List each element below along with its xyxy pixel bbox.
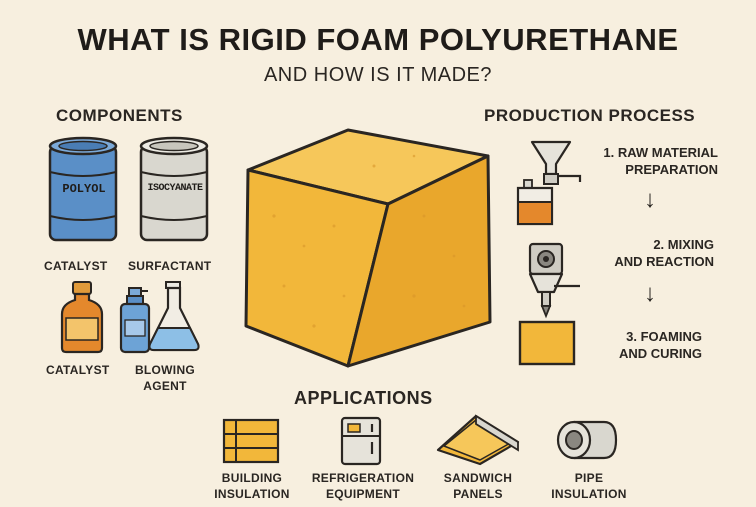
app-building-line1: BUILDING	[221, 471, 283, 485]
catalyst-bottle-icon	[60, 281, 104, 354]
blowing-agent-label-line1: BLOWING	[134, 363, 196, 377]
spray-bottle-icon	[119, 287, 151, 354]
process-heading: PRODUCTION PROCESS	[484, 106, 696, 125]
catalyst-label-1: CATALYST	[44, 259, 108, 273]
components-heading: COMPONENTS	[56, 106, 183, 125]
polyol-drum-icon	[48, 136, 118, 242]
step-1-line2: PREPARATION	[625, 162, 718, 177]
app-sandwich-line1: SANDWICH	[443, 471, 513, 485]
pipe-insulation-icon	[556, 420, 618, 460]
arrow-down-icon: ↓	[644, 280, 656, 307]
arrow-down-icon: ↓	[644, 186, 656, 213]
catalyst-label-2: CATALYST	[46, 363, 110, 377]
step-3-line2: AND CURING	[618, 346, 702, 361]
app-refrigeration-line2: EQUIPMENT	[325, 487, 401, 501]
page-subtitle: AND HOW IS IT MADE?	[263, 64, 493, 86]
refrigerator-icon	[340, 416, 382, 466]
surfactant-label: SURFACTANT	[128, 259, 212, 273]
blowing-agent-label-line2: AGENT	[143, 379, 187, 393]
app-sandwich-line2: PANELS	[453, 487, 503, 501]
sandwich-panel-icon	[436, 414, 520, 466]
polyol-label: POLYOL	[62, 182, 106, 196]
applications-heading: APPLICATIONS	[294, 388, 433, 408]
app-refrigeration-line1: REFRIGERATION	[311, 471, 415, 485]
app-pipe-line1: PIPE	[574, 471, 604, 485]
foam-block-icon	[518, 320, 576, 366]
page-title: WHAT IS RIGID FOAM POLYURETHANE	[77, 22, 679, 57]
mixer-icon	[528, 242, 580, 319]
building-insulation-icon	[222, 418, 280, 464]
raw-material-icon	[516, 140, 582, 226]
foam-cube-icon	[244, 128, 492, 368]
step-2-line2: AND REACTION	[614, 254, 714, 269]
step-1-line1: 1. RAW MATERIAL	[603, 145, 718, 160]
flask-icon	[148, 281, 200, 352]
isocyanate-drum-icon	[139, 136, 209, 242]
app-pipe-line2: INSULATION	[551, 487, 627, 501]
step-2-line1: 2. MIXING	[653, 237, 714, 252]
app-building-line2: INSULATION	[214, 487, 290, 501]
isocyanate-label: ISOCYANATE	[147, 183, 203, 194]
step-3-line1: 3. FOAMING	[626, 329, 702, 344]
